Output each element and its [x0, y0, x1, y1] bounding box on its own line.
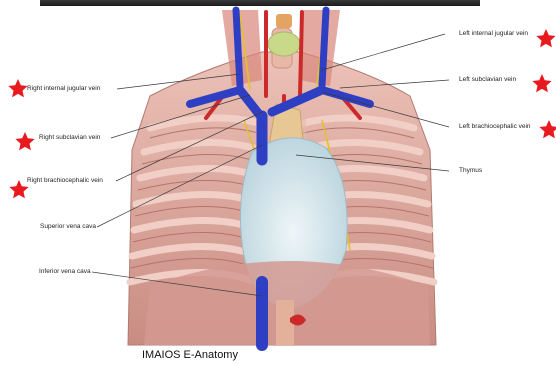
source-caption: IMAIOS E-Anatomy	[142, 349, 238, 361]
larynx	[276, 14, 292, 28]
label-thymus: Thymus	[459, 168, 482, 175]
star-icon	[536, 29, 555, 47]
label-left-brachiocephalic-vein: Left brachiocephalic vein	[459, 124, 531, 131]
star-icon	[539, 120, 556, 138]
star-icon	[9, 180, 28, 198]
label-left-subclavian-vein: Left subclavian vein	[459, 77, 516, 84]
star-icon	[532, 74, 551, 92]
label-right-subclavian-vein: Right subclavian vein	[39, 135, 100, 142]
label-right-internal-jugular-vein: Right internal jugular vein	[27, 86, 100, 93]
label-left-internal-jugular-vein: Left internal jugular vein	[459, 31, 528, 38]
label-right-brachiocephalic-vein: Right brachiocephalic vein	[27, 178, 103, 185]
star-icon	[15, 132, 34, 150]
thyroid	[268, 32, 300, 56]
label-inferior-vena-cava: Inferior vena cava	[39, 269, 91, 276]
label-superior-vena-cava: Superior vena cava	[40, 224, 96, 231]
star-icon	[8, 79, 27, 97]
